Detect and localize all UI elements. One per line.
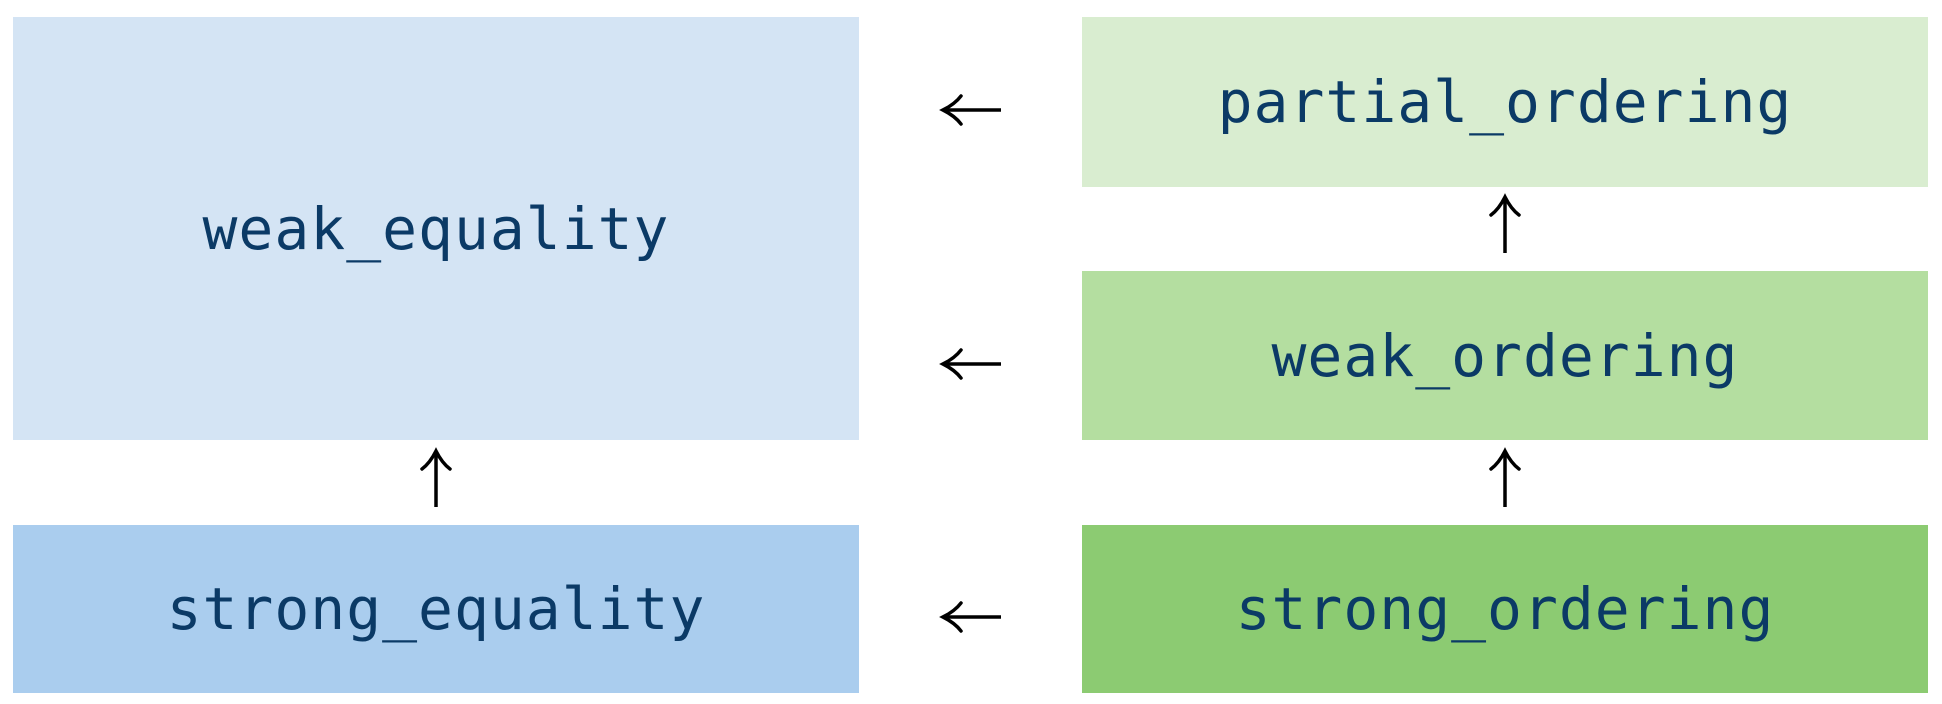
left-arrow-icon bbox=[939, 94, 1001, 126]
node-weak-equality-label: weak_equality bbox=[202, 194, 670, 263]
node-strong-equality: strong_equality bbox=[13, 525, 859, 693]
node-weak-equality: weak_equality bbox=[13, 17, 859, 440]
left-arrow-icon bbox=[939, 601, 1001, 633]
up-arrow-icon bbox=[420, 447, 452, 507]
arrow-left-strong-ordering-to-strong-equality bbox=[935, 597, 1007, 637]
arrow-up-strong-ordering-to-weak-ordering bbox=[1475, 446, 1535, 510]
node-strong-ordering: strong_ordering bbox=[1082, 525, 1928, 693]
arrow-up-weak-ordering-to-partial-ordering bbox=[1475, 192, 1535, 256]
up-arrow-icon bbox=[1489, 447, 1521, 507]
node-weak-ordering: weak_ordering bbox=[1082, 271, 1928, 440]
node-partial-ordering-label: partial_ordering bbox=[1217, 68, 1793, 136]
node-strong-equality-label: strong_equality bbox=[166, 575, 706, 643]
node-strong-ordering-label: strong_ordering bbox=[1235, 575, 1775, 643]
up-arrow-icon bbox=[1489, 193, 1521, 253]
arrow-left-partial-ordering-to-weak-equality bbox=[935, 90, 1007, 130]
left-arrow-icon bbox=[939, 348, 1001, 380]
node-weak-ordering-label: weak_ordering bbox=[1271, 321, 1739, 390]
node-partial-ordering: partial_ordering bbox=[1082, 17, 1928, 187]
arrow-up-strong-equality-to-weak-equality bbox=[406, 446, 466, 510]
arrow-left-weak-ordering-to-weak-equality bbox=[935, 344, 1007, 384]
